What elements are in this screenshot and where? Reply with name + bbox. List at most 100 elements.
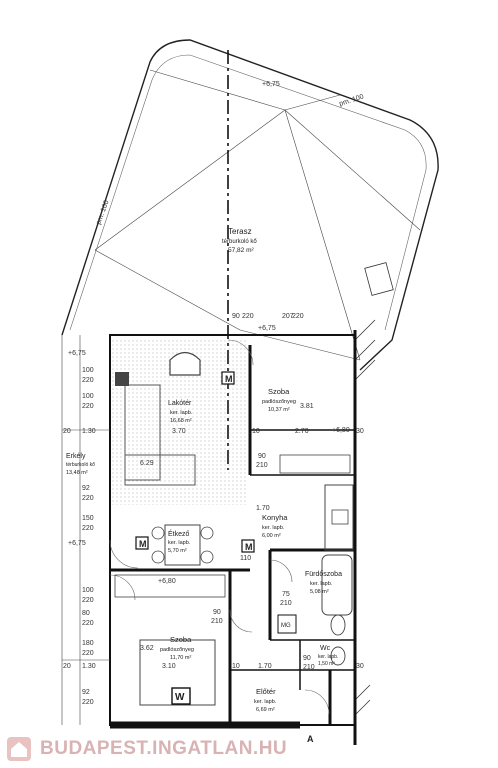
svg-text:M: M [225, 374, 233, 384]
dim-doors: 90 210 90 210 75 210 90 210 [211, 453, 315, 671]
svg-text:220: 220 [292, 313, 304, 320]
svg-text:3.70: 3.70 [172, 428, 186, 435]
watermark-text: BUDAPEST.INGATLAN.HU [40, 738, 288, 759]
svg-text:padlószőnyeg: padlószőnyeg [262, 399, 296, 405]
svg-text:220: 220 [82, 597, 94, 604]
svg-text:Fürdőszoba: Fürdőszoba [305, 571, 342, 578]
fixture-a: A [307, 734, 314, 744]
sofa [124, 384, 161, 481]
svg-text:210: 210 [211, 618, 223, 625]
dim-left-col: 100 220 100 220 92 220 150 220 100 220 8… [82, 367, 94, 706]
svg-text:30: 30 [356, 428, 364, 435]
svg-text:220: 220 [82, 525, 94, 532]
svg-text:A: A [307, 734, 314, 744]
svg-text:100: 100 [82, 367, 94, 374]
svg-text:Szoba: Szoba [268, 387, 290, 396]
bed [139, 639, 216, 706]
dining-chairs [151, 526, 214, 564]
level-marks: +6,75 +6,75 +6,75 +6,80 +6,80 +6,75 [68, 81, 350, 585]
svg-text:3.10: 3.10 [162, 663, 176, 670]
room-szoba1: Szoba padlószőnyeg 10,37 m² [262, 387, 296, 413]
svg-text:92: 92 [82, 689, 90, 696]
svg-text:+6,75: +6,75 [258, 325, 276, 332]
terrace-inner-outline [69, 54, 427, 331]
svg-text:1.70: 1.70 [258, 663, 272, 670]
balcony-frame [61, 335, 110, 725]
terrace-sign [364, 262, 394, 296]
svg-text:6.29: 6.29 [140, 460, 154, 467]
toilet [330, 614, 346, 636]
terrace-lines [94, 69, 421, 361]
hatched-strip [354, 319, 376, 716]
svg-text:+6,80: +6,80 [332, 427, 350, 434]
fixture-box-2 [279, 454, 351, 474]
house-icon [7, 737, 31, 761]
svg-text:ker. lapb.: ker. lapb. [168, 540, 191, 546]
svg-text:5,70 m²: 5,70 m² [168, 548, 187, 554]
svg-text:6,69 m²: 6,69 m² [256, 707, 275, 713]
svg-text:+6,80: +6,80 [158, 578, 176, 585]
svg-text:ker. lapb.: ker. lapb. [170, 410, 193, 416]
svg-text:10: 10 [232, 663, 240, 670]
fixture-m2: M [221, 371, 235, 385]
svg-text:5,08 m²: 5,08 m² [310, 589, 329, 595]
svg-text:+6,75: +6,75 [68, 540, 86, 547]
room-wc: Wc ker. lapb. 1,50 m² [318, 645, 338, 667]
svg-text:100: 100 [82, 393, 94, 400]
svg-text:ker. lapb.: ker. lapb. [310, 581, 333, 587]
svg-text:210: 210 [303, 664, 315, 671]
svg-text:180: 180 [82, 640, 94, 647]
fixture-box-3 [114, 574, 226, 598]
dim-misc: 3.81 6.29 3.62 110 1.70 207 220 90 220 [140, 313, 314, 652]
svg-text:1.30: 1.30 [82, 428, 96, 435]
svg-text:57,82 m²: 57,82 m² [228, 247, 254, 254]
svg-text:ker. lapb.: ker. lapb. [318, 654, 338, 660]
svg-text:92: 92 [82, 485, 90, 492]
svg-text:térburkoló kő: térburkoló kő [66, 462, 95, 468]
svg-text:210: 210 [280, 600, 292, 607]
svg-text:75: 75 [282, 591, 290, 598]
svg-text:100: 100 [82, 587, 94, 594]
svg-text:padlószőnyeg: padlószőnyeg [160, 647, 194, 653]
svg-text:220: 220 [82, 495, 94, 502]
room-szoba2: Szoba padlószőnyeg 11,70 m² [160, 635, 194, 661]
svg-text:Konyha: Konyha [262, 513, 288, 522]
svg-text:220: 220 [82, 377, 94, 384]
svg-text:W: W [175, 692, 185, 703]
boundary-labels: pm. 100 pm. 100 [95, 93, 364, 225]
svg-text:1.70: 1.70 [256, 505, 270, 512]
kitchen-counter [324, 484, 354, 551]
svg-text:150: 150 [82, 515, 94, 522]
svg-text:ker. lapb.: ker. lapb. [254, 699, 277, 705]
svg-text:90: 90 [258, 453, 266, 460]
svg-text:220: 220 [82, 650, 94, 657]
svg-text:11,70 m²: 11,70 m² [170, 655, 191, 661]
svg-text:220: 220 [82, 620, 94, 627]
svg-text:1.30: 1.30 [82, 663, 96, 670]
svg-text:16,68 m²: 16,68 m² [170, 418, 192, 424]
table [124, 454, 196, 486]
svg-text:Lakótér: Lakótér [168, 400, 192, 407]
watermark: BUDAPEST.INGATLAN.HU [0, 730, 498, 768]
svg-text:10: 10 [252, 428, 260, 435]
fixture-w: W [171, 687, 191, 705]
svg-text:Wc: Wc [320, 645, 331, 652]
door-swings [109, 339, 330, 715]
room-eloter: Előtér ker. lapb. 6,69 m² [254, 687, 277, 713]
svg-text:Szoba: Szoba [170, 635, 192, 644]
svg-text:3.81: 3.81 [300, 403, 314, 410]
svg-text:90: 90 [232, 313, 240, 320]
room-furdo: Fürdőszoba ker. lapb. 5,08 m² [305, 571, 342, 595]
svg-text:20: 20 [63, 428, 71, 435]
wc-toilet [330, 646, 346, 666]
fixture-mg: MG [277, 614, 297, 634]
svg-text:13,48 m²: 13,48 m² [66, 470, 88, 476]
sink [331, 509, 349, 525]
svg-text:térburkoló kő: térburkoló kő [222, 239, 257, 245]
dining-table [164, 524, 201, 566]
room-nappali: Lakótér ker. lapb. 16,68 m² [168, 400, 193, 424]
svg-text:Étkező: Étkező [168, 529, 190, 538]
svg-text:+6,75: +6,75 [262, 81, 280, 88]
svg-text:210: 210 [256, 462, 268, 469]
